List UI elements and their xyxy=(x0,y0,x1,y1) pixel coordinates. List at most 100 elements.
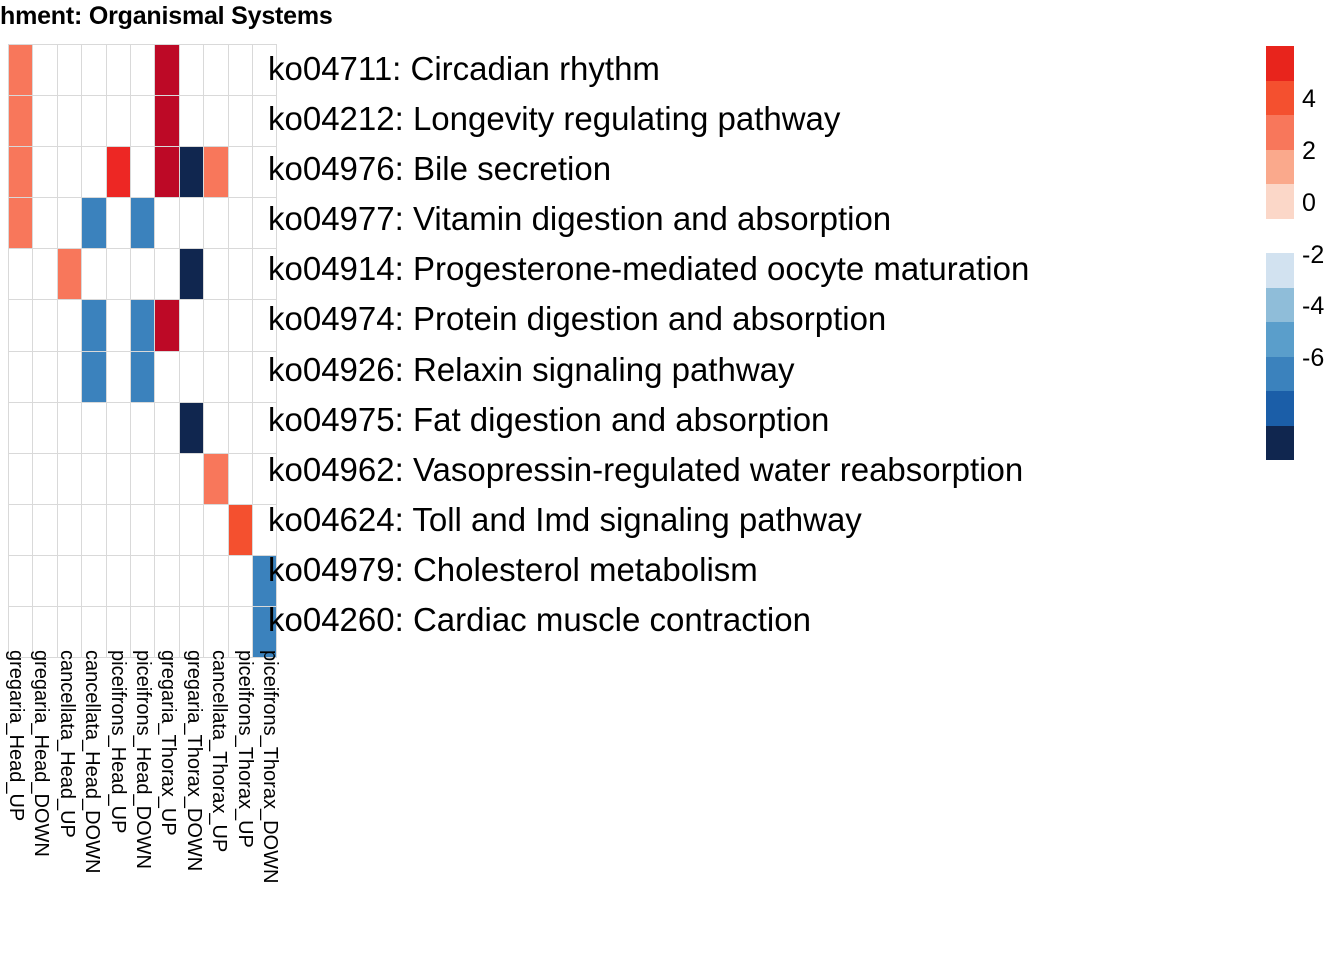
heatmap-cell[interactable] xyxy=(7,299,34,352)
heatmap-cell[interactable] xyxy=(227,146,253,199)
heatmap-cell[interactable] xyxy=(32,248,58,301)
heatmap-cell[interactable] xyxy=(251,146,278,199)
heatmap-cell[interactable] xyxy=(251,554,278,608)
heatmap-cell[interactable] xyxy=(178,197,205,250)
heatmap-cell[interactable] xyxy=(227,452,253,505)
heatmap-cell[interactable] xyxy=(7,554,34,608)
heatmap-cell[interactable] xyxy=(227,503,253,556)
heatmap-cell[interactable] xyxy=(251,401,278,454)
heatmap-cell[interactable] xyxy=(129,299,156,352)
heatmap-cell[interactable] xyxy=(105,95,131,148)
heatmap-cell[interactable] xyxy=(227,606,253,659)
heatmap-cell[interactable] xyxy=(81,95,107,148)
heatmap-cell[interactable] xyxy=(227,350,253,403)
heatmap-cell[interactable] xyxy=(129,248,156,301)
heatmap-cell[interactable] xyxy=(105,197,131,250)
heatmap-cell[interactable] xyxy=(105,554,131,608)
heatmap-cell[interactable] xyxy=(154,299,180,352)
heatmap-cell[interactable] xyxy=(32,606,58,659)
heatmap-cell[interactable] xyxy=(251,299,278,352)
heatmap-cell[interactable] xyxy=(154,197,180,250)
heatmap-cell[interactable] xyxy=(203,146,229,199)
heatmap-cell[interactable] xyxy=(56,299,83,352)
heatmap-cell[interactable] xyxy=(7,248,34,301)
heatmap-cell[interactable] xyxy=(32,350,58,403)
heatmap-cell[interactable] xyxy=(227,299,253,352)
heatmap-cell[interactable] xyxy=(129,95,156,148)
heatmap-cell[interactable] xyxy=(154,452,180,505)
heatmap-cell[interactable] xyxy=(178,554,205,608)
heatmap-cell[interactable] xyxy=(227,401,253,454)
heatmap-cell[interactable] xyxy=(129,350,156,403)
heatmap-cell[interactable] xyxy=(56,503,83,556)
heatmap-cell[interactable] xyxy=(129,554,156,608)
heatmap-cell[interactable] xyxy=(129,43,156,97)
heatmap-cell[interactable] xyxy=(154,248,180,301)
heatmap-cell[interactable] xyxy=(56,452,83,505)
heatmap-cell[interactable] xyxy=(105,452,131,505)
heatmap-cell[interactable] xyxy=(227,248,253,301)
heatmap-cell[interactable] xyxy=(129,606,156,659)
heatmap-cell[interactable] xyxy=(32,95,58,148)
heatmap-cell[interactable] xyxy=(154,350,180,403)
heatmap-cell[interactable] xyxy=(227,95,253,148)
heatmap-cell[interactable] xyxy=(7,146,34,199)
heatmap-cell[interactable] xyxy=(105,299,131,352)
heatmap-cell[interactable] xyxy=(56,43,83,97)
heatmap-cell[interactable] xyxy=(7,503,34,556)
heatmap-cell[interactable] xyxy=(105,503,131,556)
heatmap-cell[interactable] xyxy=(203,452,229,505)
heatmap-cell[interactable] xyxy=(56,95,83,148)
heatmap-cell[interactable] xyxy=(32,43,58,97)
heatmap-cell[interactable] xyxy=(203,503,229,556)
heatmap-cell[interactable] xyxy=(251,350,278,403)
heatmap-cell[interactable] xyxy=(154,146,180,199)
heatmap-cell[interactable] xyxy=(178,401,205,454)
heatmap-cell[interactable] xyxy=(251,197,278,250)
heatmap-cell[interactable] xyxy=(154,401,180,454)
heatmap-cell[interactable] xyxy=(105,43,131,97)
heatmap-cell[interactable] xyxy=(81,350,107,403)
heatmap-cell[interactable] xyxy=(203,350,229,403)
heatmap-cell[interactable] xyxy=(154,503,180,556)
heatmap-cell[interactable] xyxy=(154,606,180,659)
heatmap-cell[interactable] xyxy=(227,43,253,97)
heatmap-cell[interactable] xyxy=(7,350,34,403)
heatmap-cell[interactable] xyxy=(32,503,58,556)
heatmap-cell[interactable] xyxy=(203,248,229,301)
heatmap-cell[interactable] xyxy=(105,248,131,301)
heatmap-cell[interactable] xyxy=(32,299,58,352)
heatmap-cell[interactable] xyxy=(203,95,229,148)
heatmap-cell[interactable] xyxy=(178,248,205,301)
heatmap-cell[interactable] xyxy=(203,197,229,250)
heatmap-cell[interactable] xyxy=(178,452,205,505)
heatmap-cell[interactable] xyxy=(251,452,278,505)
heatmap-cell[interactable] xyxy=(178,503,205,556)
heatmap-cell[interactable] xyxy=(105,606,131,659)
heatmap-cell[interactable] xyxy=(56,248,83,301)
heatmap-cell[interactable] xyxy=(7,401,34,454)
heatmap-cell[interactable] xyxy=(56,197,83,250)
heatmap-cell[interactable] xyxy=(32,401,58,454)
heatmap-cell[interactable] xyxy=(105,401,131,454)
heatmap-cell[interactable] xyxy=(178,350,205,403)
heatmap-cell[interactable] xyxy=(203,606,229,659)
heatmap-cell[interactable] xyxy=(81,401,107,454)
heatmap-cell[interactable] xyxy=(81,146,107,199)
heatmap-cell[interactable] xyxy=(81,248,107,301)
heatmap-cell[interactable] xyxy=(81,452,107,505)
heatmap-cell[interactable] xyxy=(105,146,131,199)
heatmap-cell[interactable] xyxy=(81,43,107,97)
heatmap-cell[interactable] xyxy=(56,606,83,659)
heatmap-cell[interactable] xyxy=(32,452,58,505)
heatmap-cell[interactable] xyxy=(81,554,107,608)
heatmap-cell[interactable] xyxy=(56,146,83,199)
heatmap-cell[interactable] xyxy=(81,197,107,250)
heatmap-cell[interactable] xyxy=(251,43,278,97)
heatmap-cell[interactable] xyxy=(251,503,278,556)
heatmap-cell[interactable] xyxy=(129,401,156,454)
heatmap-cell[interactable] xyxy=(203,43,229,97)
heatmap-cell[interactable] xyxy=(105,350,131,403)
heatmap-cell[interactable] xyxy=(81,299,107,352)
heatmap-cell[interactable] xyxy=(178,299,205,352)
